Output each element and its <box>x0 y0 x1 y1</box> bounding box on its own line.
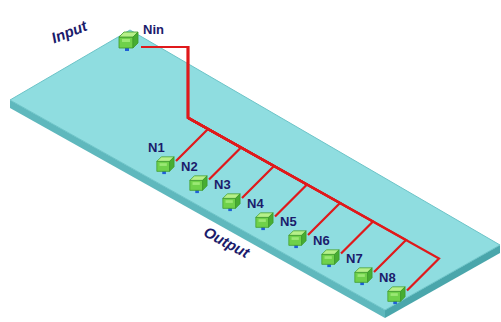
plate-top <box>10 30 500 310</box>
signal-wire <box>141 47 241 180</box>
device-block <box>352 266 374 286</box>
node-label: N8 <box>379 270 396 285</box>
device-node: N6 <box>313 233 341 268</box>
signal-wire <box>141 47 406 272</box>
device-block <box>286 229 308 249</box>
signal-wire <box>141 47 208 161</box>
node-label: Nin <box>143 22 164 37</box>
signal-wire <box>141 47 307 217</box>
node-label: N6 <box>313 233 330 248</box>
node-label: N3 <box>214 177 231 192</box>
device-node: Nin <box>115 22 164 52</box>
device-node: N5 <box>280 214 308 249</box>
device-node: N1 <box>148 140 176 175</box>
signal-wire <box>141 47 340 235</box>
device-block <box>385 285 407 305</box>
signal-wire <box>141 47 373 254</box>
node-label: N5 <box>280 214 297 229</box>
device-node: N3 <box>214 177 242 212</box>
device-block <box>220 192 242 212</box>
device-block <box>253 211 275 231</box>
device-node: N7 <box>346 251 374 286</box>
signal-wire <box>141 47 274 198</box>
device-block <box>319 248 341 268</box>
device-node: N4 <box>247 196 275 231</box>
input-label: Input <box>49 17 89 46</box>
device-block <box>115 30 141 52</box>
node-label: N4 <box>247 196 264 211</box>
signal-wire <box>141 47 439 291</box>
node-label: N7 <box>346 251 363 266</box>
device-block <box>154 155 176 175</box>
device-node: N8 <box>379 270 407 305</box>
node-label: N1 <box>148 140 165 155</box>
device-block <box>187 174 209 194</box>
device-node: N2 <box>181 159 209 194</box>
node-label: N2 <box>181 159 198 174</box>
